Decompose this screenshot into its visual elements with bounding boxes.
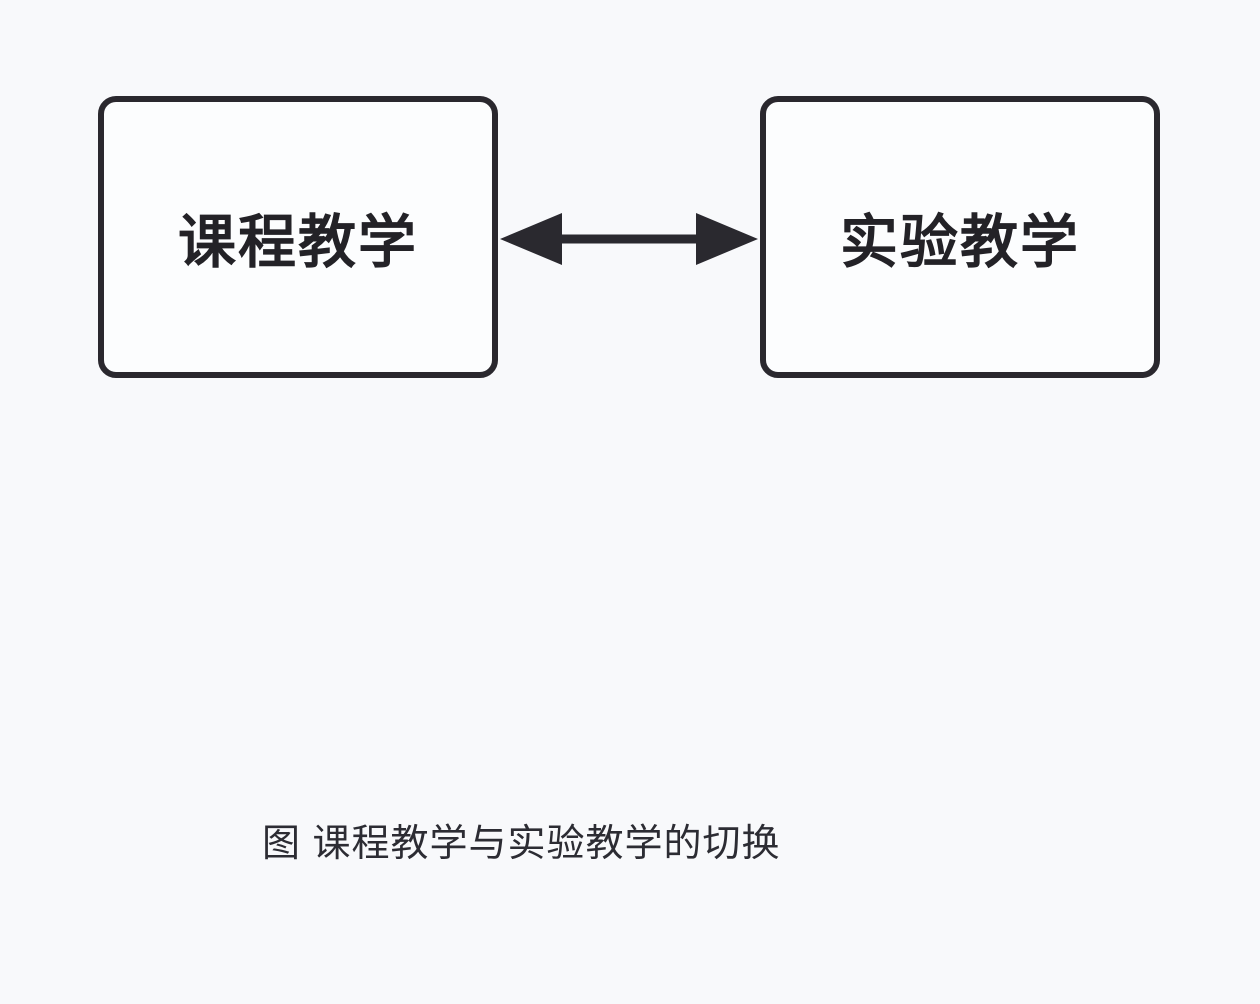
node-course-teaching: 课程教学 [98, 96, 498, 378]
node-experiment-teaching: 实验教学 [760, 96, 1160, 378]
figure-caption: 图 课程教学与实验教学的切换 [262, 823, 781, 865]
node-course-teaching-label: 课程教学 [177, 210, 418, 275]
node-experiment-teaching-label: 实验教学 [839, 210, 1080, 275]
bidirectional-arrow-icon [498, 209, 760, 269]
